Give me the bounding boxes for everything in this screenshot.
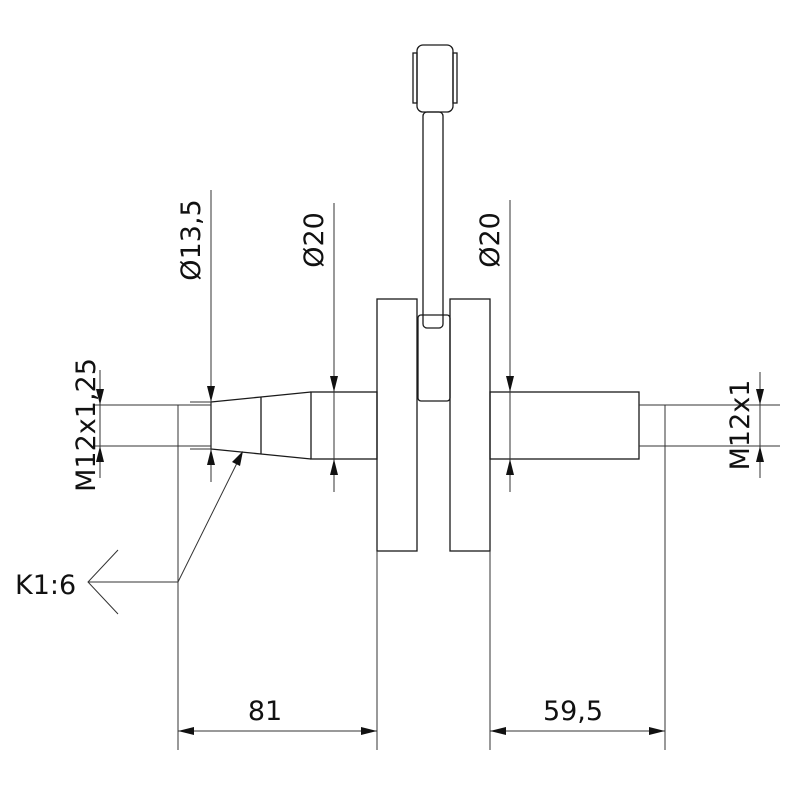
dim-right-journal — [506, 200, 514, 492]
dim-left-journal — [330, 203, 338, 492]
label-thread-right: M12x1 — [725, 380, 756, 471]
dim-thread-right — [756, 372, 764, 478]
dim-taper-diameter — [207, 190, 215, 482]
right-shaft — [489, 391, 780, 460]
label-right-journal: Ø20 — [475, 212, 506, 268]
label-length-right: 59,5 — [543, 696, 603, 727]
left-journal — [310, 391, 378, 460]
rod-small-end-tab-left — [412, 52, 418, 104]
label-thread-left: M12x1,25 — [71, 358, 102, 492]
left-shaft — [95, 391, 378, 460]
label-taper-diameter: Ø13,5 — [176, 199, 207, 280]
label-taper: K1:6 — [15, 570, 76, 601]
rod-shank — [422, 111, 444, 329]
crank-web-right — [449, 298, 491, 552]
crank-web-left — [376, 298, 418, 552]
left-thread — [95, 401, 211, 450]
taper-section — [210, 391, 312, 460]
rod-small-end-tab-right — [452, 52, 458, 104]
label-left-journal: Ø20 — [299, 212, 330, 268]
dim-thread-left — [96, 370, 104, 478]
dim-length-right — [490, 727, 665, 735]
right-journal — [489, 391, 640, 460]
right-thread — [639, 404, 780, 447]
label-length-left: 81 — [248, 696, 282, 727]
dim-length-left — [178, 727, 377, 735]
connecting-rod — [412, 44, 458, 402]
rod-small-end — [416, 44, 454, 113]
taper-leader — [87, 451, 243, 615]
extension-lines — [177, 405, 666, 750]
